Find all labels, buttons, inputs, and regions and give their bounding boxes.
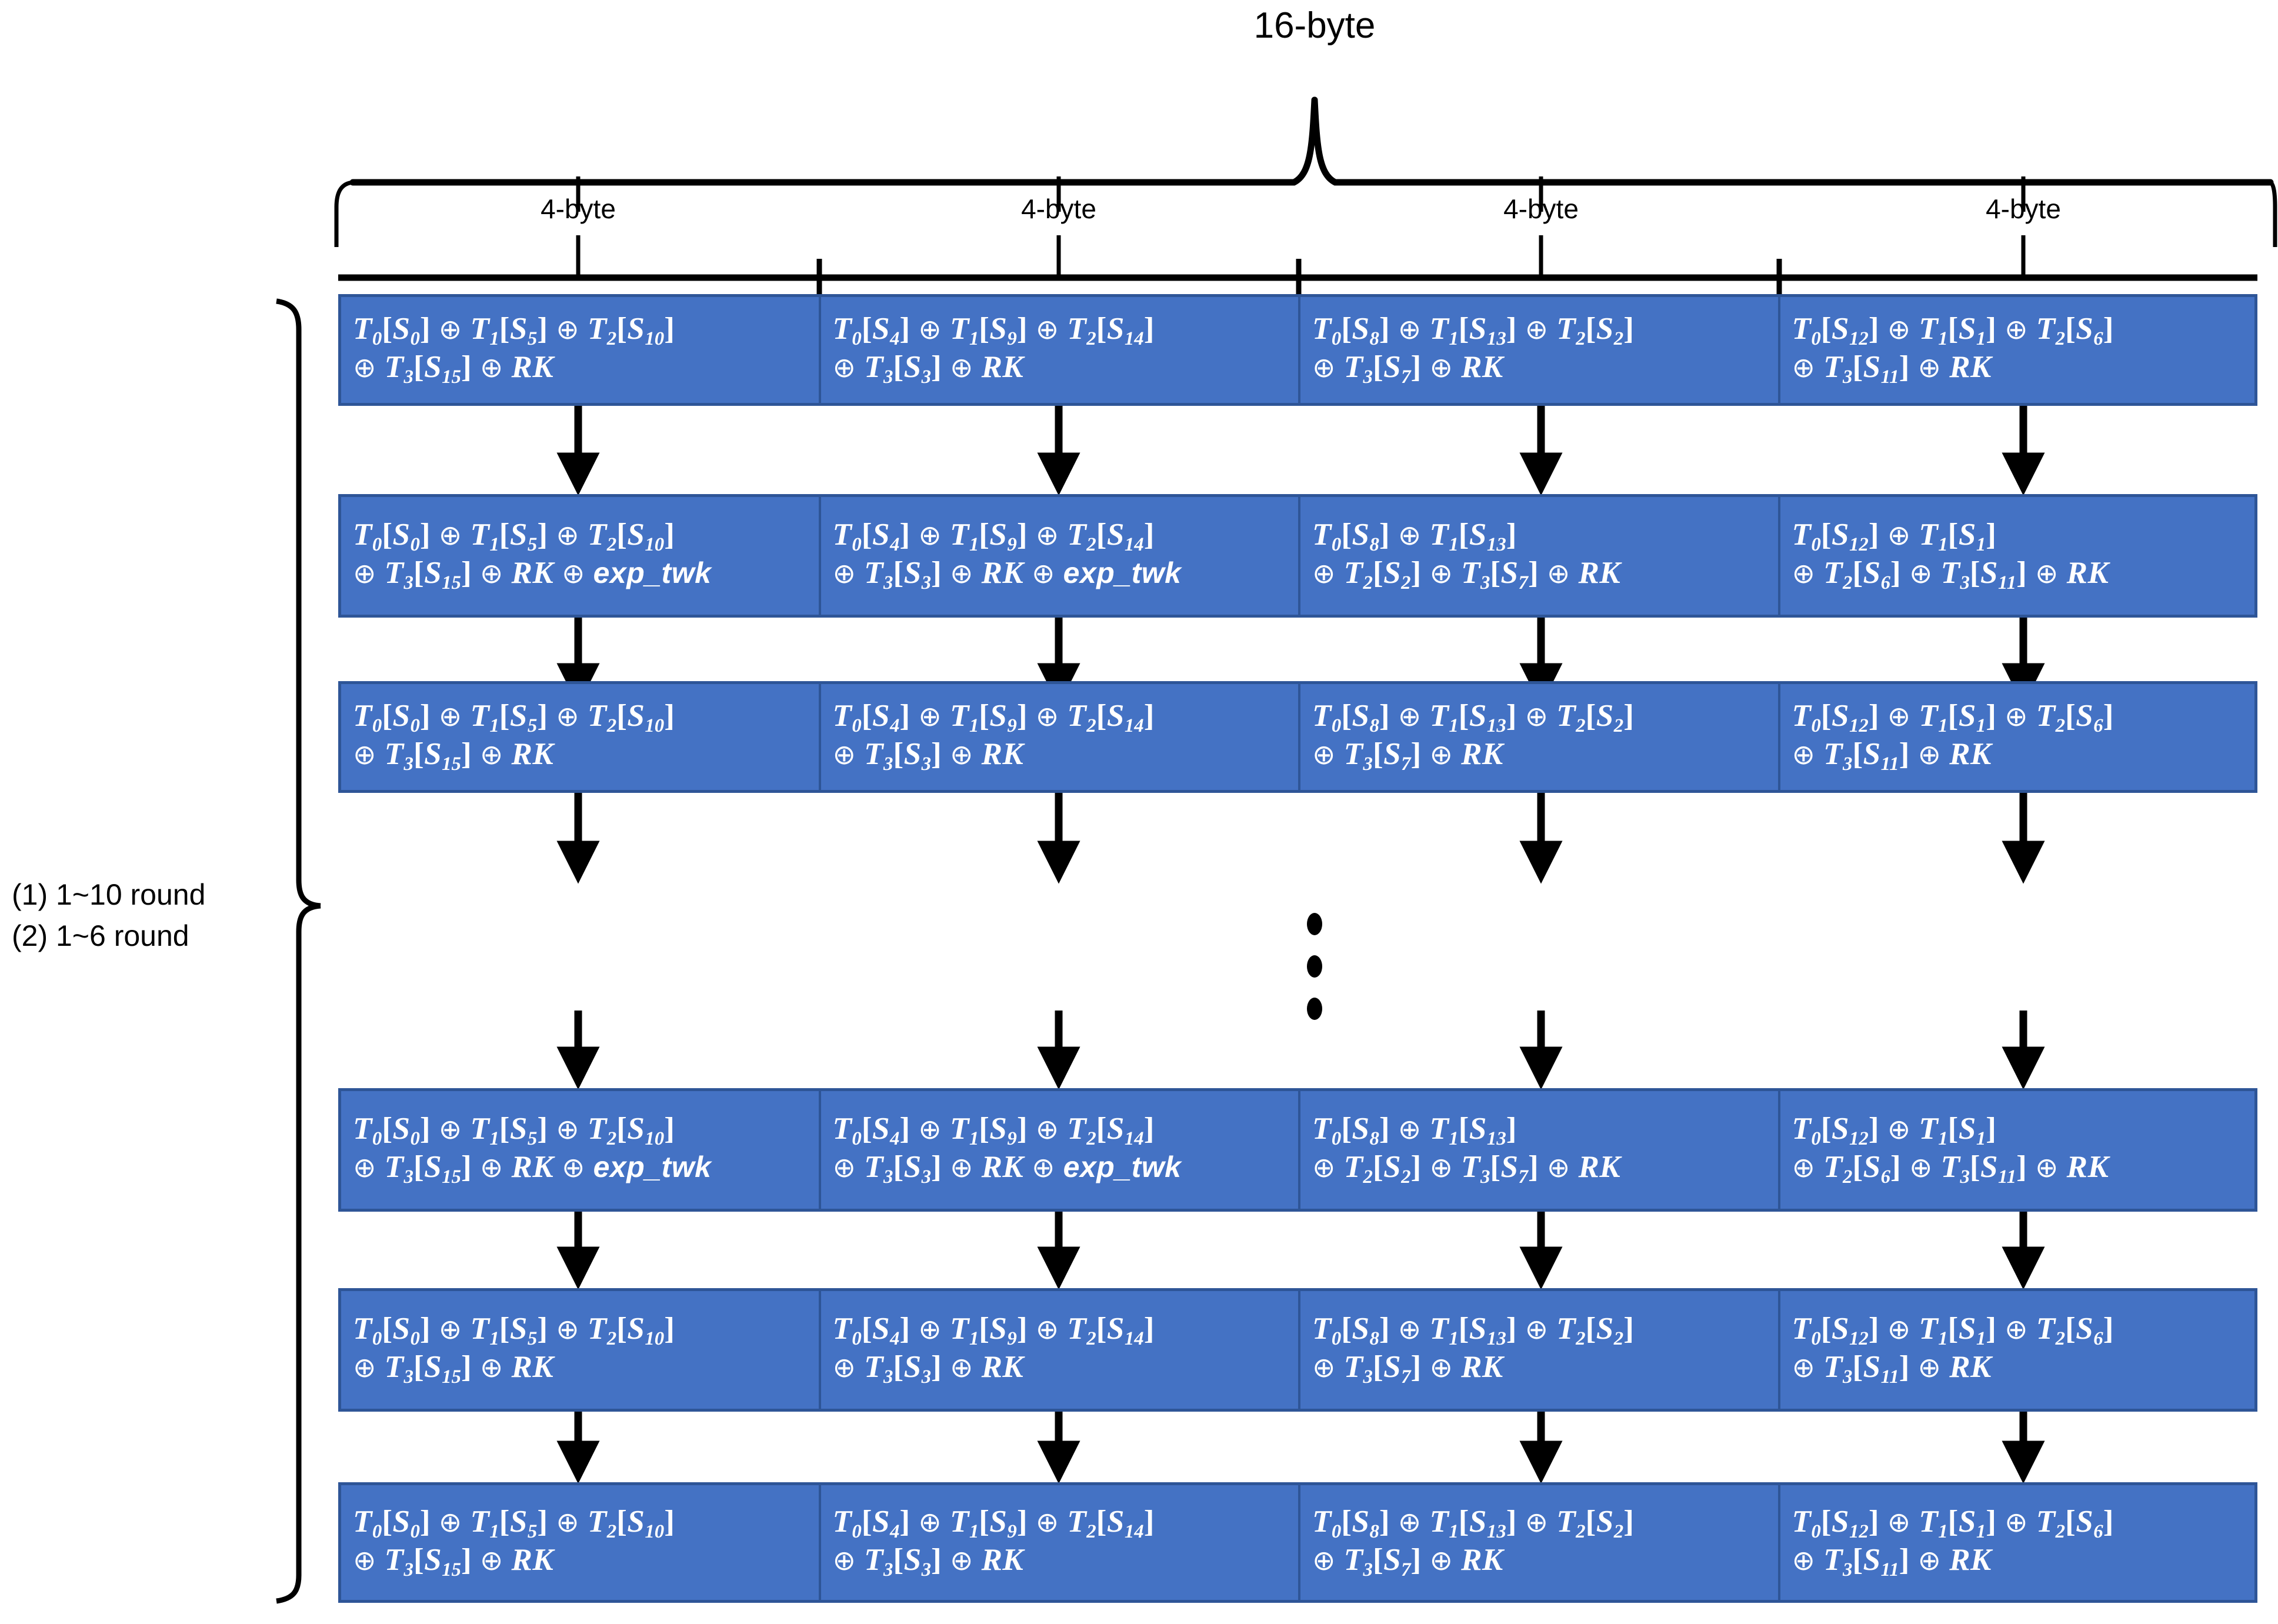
state-formula: T0[S8] ⊕ T1[S13] ⊕ T2[S2]⊕ T3[S7] ⊕ RK [1312, 1312, 1635, 1388]
state-formula: T0[S0] ⊕ T1[S5] ⊕ T2[S10]⊕ T3[S15] ⊕ RK [353, 699, 675, 775]
state-cell[interactable]: T0[S12] ⊕ T1[S1] ⊕ T2[S6]⊕ T3[S11] ⊕ RK [1780, 684, 2255, 790]
state-cell[interactable]: T0[S8] ⊕ T1[S13] ⊕ T2[S2]⊕ T3[S7] ⊕ RK [1300, 1485, 1780, 1600]
state-cell[interactable]: T0[S8] ⊕ T1[S13] ⊕ T2[S2]⊕ T3[S7] ⊕ RK [1300, 1291, 1780, 1409]
state-formula: T0[S4] ⊕ T1[S9] ⊕ T2[S14]⊕ T3[S3] ⊕ RK ⊕… [832, 1112, 1182, 1188]
round-range-label-1: (1) 1~10 round [12, 878, 206, 911]
round-row-3: T0[S0] ⊕ T1[S5] ⊕ T2[S10]⊕ T3[S15] ⊕ RK … [338, 681, 2257, 793]
total-width-label: 16-byte [1253, 5, 1376, 46]
state-formula: T0[S12] ⊕ T1[S1] ⊕ T2[S6]⊕ T3[S11] ⊕ RK [1792, 312, 2114, 388]
brace-16-byte [334, 96, 2277, 247]
state-cell[interactable]: T0[S8] ⊕ T1[S13]⊕ T2[S2] ⊕ T3[S7] ⊕ RK [1300, 497, 1780, 615]
state-cell[interactable]: T0[S0] ⊕ T1[S5] ⊕ T2[S10]⊕ T3[S15] ⊕ RK [341, 297, 821, 403]
state-cell[interactable]: T0[S8] ⊕ T1[S13] ⊕ T2[S2]⊕ T3[S7] ⊕ RK [1300, 684, 1780, 790]
state-cell[interactable]: T0[S12] ⊕ T1[S1]⊕ T2[S6] ⊕ T3[S11] ⊕ RK [1780, 497, 2255, 615]
brace-ticks-4-byte [576, 176, 2026, 278]
state-formula: T0[S12] ⊕ T1[S1] ⊕ T2[S6]⊕ T3[S11] ⊕ RK [1792, 1504, 2114, 1580]
state-cell[interactable]: T0[S4] ⊕ T1[S9] ⊕ T2[S14]⊕ T3[S3] ⊕ RK [821, 297, 1300, 403]
round-row-1: T0[S0] ⊕ T1[S5] ⊕ T2[S10]⊕ T3[S15] ⊕ RK … [338, 294, 2257, 406]
state-cell[interactable]: T0[S0] ⊕ T1[S5] ⊕ T2[S10]⊕ T3[S15] ⊕ RK [341, 684, 821, 790]
state-formula: T0[S0] ⊕ T1[S5] ⊕ T2[S10]⊕ T3[S15] ⊕ RK … [353, 518, 712, 593]
round-row-2: T0[S0] ⊕ T1[S5] ⊕ T2[S10]⊕ T3[S15] ⊕ RK … [338, 494, 2257, 618]
state-cell[interactable]: T0[S0] ⊕ T1[S5] ⊕ T2[S10]⊕ T3[S15] ⊕ RK [341, 1485, 821, 1600]
state-formula: T0[S8] ⊕ T1[S13]⊕ T2[S2] ⊕ T3[S7] ⊕ RK [1312, 518, 1621, 593]
word-label-2: 4-byte [1503, 194, 1579, 224]
state-formula: T0[S0] ⊕ T1[S5] ⊕ T2[S10]⊕ T3[S15] ⊕ RK … [353, 1112, 712, 1188]
state-cell[interactable]: T0[S0] ⊕ T1[S5] ⊕ T2[S10]⊕ T3[S15] ⊕ RK [341, 1291, 821, 1409]
state-cell[interactable]: T0[S4] ⊕ T1[S9] ⊕ T2[S14]⊕ T3[S3] ⊕ RK ⊕… [821, 497, 1300, 615]
state-cell[interactable]: T0[S12] ⊕ T1[S1]⊕ T2[S6] ⊕ T3[S11] ⊕ RK [1780, 1091, 2255, 1209]
round-row-6: T0[S0] ⊕ T1[S5] ⊕ T2[S10]⊕ T3[S15] ⊕ RK … [338, 1482, 2257, 1603]
state-cell[interactable]: T0[S4] ⊕ T1[S9] ⊕ T2[S14]⊕ T3[S3] ⊕ RK ⊕… [821, 1091, 1300, 1209]
state-formula: T0[S4] ⊕ T1[S9] ⊕ T2[S14]⊕ T3[S3] ⊕ RK ⊕… [832, 518, 1182, 593]
state-formula: T0[S0] ⊕ T1[S5] ⊕ T2[S10]⊕ T3[S15] ⊕ RK [353, 1504, 675, 1580]
round-range-label-2: (2) 1~6 round [12, 919, 189, 952]
state-formula: T0[S8] ⊕ T1[S13] ⊕ T2[S2]⊕ T3[S7] ⊕ RK [1312, 699, 1635, 775]
state-formula: T0[S8] ⊕ T1[S13] ⊕ T2[S2]⊕ T3[S7] ⊕ RK [1312, 312, 1635, 388]
state-formula: T0[S8] ⊕ T1[S13] ⊕ T2[S2]⊕ T3[S7] ⊕ RK [1312, 1504, 1635, 1580]
state-cell[interactable]: T0[S4] ⊕ T1[S9] ⊕ T2[S14]⊕ T3[S3] ⊕ RK [821, 684, 1300, 790]
state-cell[interactable]: T0[S12] ⊕ T1[S1] ⊕ T2[S6]⊕ T3[S11] ⊕ RK [1780, 1291, 2255, 1409]
state-formula: T0[S12] ⊕ T1[S1] ⊕ T2[S6]⊕ T3[S11] ⊕ RK [1792, 1312, 2114, 1388]
state-formula: T0[S12] ⊕ T1[S1]⊕ T2[S6] ⊕ T3[S11] ⊕ RK [1792, 518, 2109, 593]
state-cell[interactable]: T0[S8] ⊕ T1[S13] ⊕ T2[S2]⊕ T3[S7] ⊕ RK [1300, 297, 1780, 403]
state-formula: T0[S4] ⊕ T1[S9] ⊕ T2[S14]⊕ T3[S3] ⊕ RK [832, 699, 1155, 775]
column-separator-ticks [816, 259, 1782, 297]
state-cell[interactable]: T0[S0] ⊕ T1[S5] ⊕ T2[S10]⊕ T3[S15] ⊕ RK … [341, 497, 821, 615]
word-label-0: 4-byte [541, 194, 616, 224]
state-formula: T0[S8] ⊕ T1[S13]⊕ T2[S2] ⊕ T3[S7] ⊕ RK [1312, 1112, 1621, 1188]
state-formula: T0[S0] ⊕ T1[S5] ⊕ T2[S10]⊕ T3[S15] ⊕ RK [353, 1312, 675, 1388]
state-cell[interactable]: T0[S12] ⊕ T1[S1] ⊕ T2[S6]⊕ T3[S11] ⊕ RK [1780, 297, 2255, 403]
word-label-3: 4-byte [1986, 194, 2061, 224]
state-formula: T0[S4] ⊕ T1[S9] ⊕ T2[S14]⊕ T3[S3] ⊕ RK [832, 1312, 1155, 1388]
brace-round-range [276, 298, 321, 1604]
state-formula: T0[S12] ⊕ T1[S1]⊕ T2[S6] ⊕ T3[S11] ⊕ RK [1792, 1112, 2109, 1188]
state-formula: T0[S4] ⊕ T1[S9] ⊕ T2[S14]⊕ T3[S3] ⊕ RK [832, 312, 1155, 388]
state-formula: T0[S4] ⊕ T1[S9] ⊕ T2[S14]⊕ T3[S3] ⊕ RK [832, 1504, 1155, 1580]
state-cell[interactable]: T0[S4] ⊕ T1[S9] ⊕ T2[S14]⊕ T3[S3] ⊕ RK [821, 1291, 1300, 1409]
state-formula: T0[S12] ⊕ T1[S1] ⊕ T2[S6]⊕ T3[S11] ⊕ RK [1792, 699, 2114, 775]
state-cell[interactable]: T0[S4] ⊕ T1[S9] ⊕ T2[S14]⊕ T3[S3] ⊕ RK [821, 1485, 1300, 1600]
state-formula: T0[S0] ⊕ T1[S5] ⊕ T2[S10]⊕ T3[S15] ⊕ RK [353, 312, 675, 388]
state-cell[interactable]: T0[S8] ⊕ T1[S13]⊕ T2[S2] ⊕ T3[S7] ⊕ RK [1300, 1091, 1780, 1209]
state-cell[interactable]: T0[S0] ⊕ T1[S5] ⊕ T2[S10]⊕ T3[S15] ⊕ RK … [341, 1091, 821, 1209]
state-cell[interactable]: T0[S12] ⊕ T1[S1] ⊕ T2[S6]⊕ T3[S11] ⊕ RK [1780, 1485, 2255, 1600]
round-row-5: T0[S0] ⊕ T1[S5] ⊕ T2[S10]⊕ T3[S15] ⊕ RK … [338, 1288, 2257, 1412]
round-row-4: T0[S0] ⊕ T1[S5] ⊕ T2[S10]⊕ T3[S15] ⊕ RK … [338, 1088, 2257, 1212]
word-label-1: 4-byte [1021, 194, 1096, 224]
